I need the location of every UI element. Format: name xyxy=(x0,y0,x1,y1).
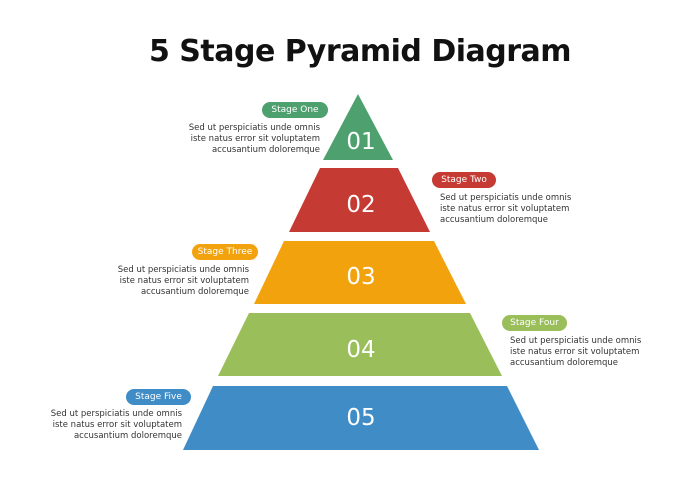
description-line: Sed ut perspiciatis unde omnis xyxy=(117,265,249,275)
description-line: iste natus error sit voluptatem xyxy=(510,347,640,357)
description-line: accusantium doloremque xyxy=(73,431,182,441)
stage-number-4: 04 xyxy=(346,337,375,363)
stage-three-badge: Stage Three xyxy=(192,244,258,260)
page-title: 5 Stage Pyramid Diagram xyxy=(148,34,572,69)
stage-one-description: Sed ut perspiciatis unde omnis iste natu… xyxy=(130,123,320,156)
stage-one-badge: Stage One xyxy=(262,102,328,118)
stage-three-description: Sed ut perspiciatis unde omnis iste natu… xyxy=(59,265,249,298)
stage-number-5: 05 xyxy=(346,405,375,431)
pyramid-layer-3 xyxy=(254,241,466,304)
description-line: iste natus error sit voluptatem xyxy=(52,420,182,430)
pyramid-layer-1 xyxy=(323,94,393,160)
stage-four-badge: Stage Four xyxy=(502,315,567,331)
description-line: iste natus error sit voluptatem xyxy=(190,134,320,144)
stage-four-description: Sed ut perspiciatis unde omnis iste natu… xyxy=(510,336,693,369)
description-line: accusantium doloremque xyxy=(510,358,619,368)
description-line: iste natus error sit voluptatem xyxy=(440,204,570,214)
pyramid-layer-2 xyxy=(289,168,430,232)
description-line: Sed ut perspiciatis unde omnis xyxy=(50,409,182,419)
description-line: Sed ut perspiciatis unde omnis xyxy=(510,336,642,346)
stage-five-badge: Stage Five xyxy=(126,389,191,405)
description-line: Sed ut perspiciatis unde omnis xyxy=(188,123,320,133)
description-line: Sed ut perspiciatis unde omnis xyxy=(440,193,572,203)
description-line: accusantium doloremque xyxy=(440,215,549,225)
pyramid-layer-4 xyxy=(218,313,502,376)
stage-two-description: Sed ut perspiciatis unde omnis iste natu… xyxy=(440,193,630,226)
stage-two-badge: Stage Two xyxy=(432,172,496,188)
pyramid-layer-5 xyxy=(183,386,539,450)
description-line: accusantium doloremque xyxy=(211,145,320,155)
stage-number-3: 03 xyxy=(346,264,375,290)
description-line: accusantium doloremque xyxy=(140,287,249,297)
stage-five-description: Sed ut perspiciatis unde omnis iste natu… xyxy=(0,409,182,442)
description-line: iste natus error sit voluptatem xyxy=(119,276,249,286)
stage-number-2: 02 xyxy=(346,192,375,218)
stage-number-1: 01 xyxy=(346,129,375,155)
